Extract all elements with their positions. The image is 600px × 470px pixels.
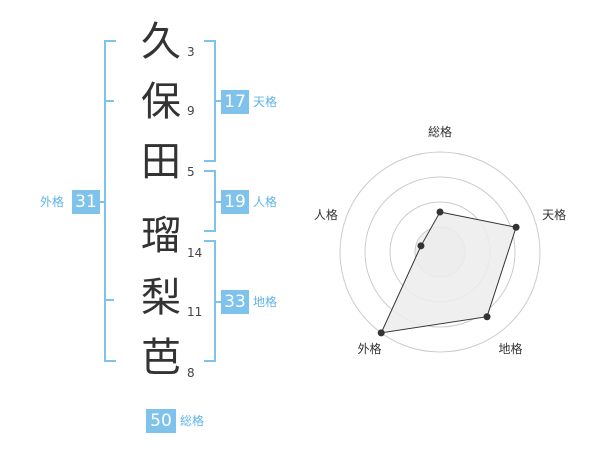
radar-ring <box>364 176 516 328</box>
chikaku-value: 33 <box>221 290 249 314</box>
soukaku-value: 50 <box>146 409 176 433</box>
bracket-tick <box>214 301 222 303</box>
radar-axis-label: 人格 <box>314 207 338 222</box>
radar-axis-label: 総格 <box>428 124 452 139</box>
bracket-tick <box>104 299 114 301</box>
stroke-count-5: 11 <box>187 305 203 319</box>
stroke-count-3: 5 <box>187 165 195 179</box>
name-char-1: 久 <box>141 19 181 65</box>
jinkaku-value: 19 <box>221 190 249 214</box>
jinkaku-label: 人格 <box>253 195 278 209</box>
tenkaku-value: 17 <box>221 90 249 114</box>
name-char-5: 梨 <box>141 275 181 321</box>
radar-point <box>377 329 385 337</box>
tenkaku-label: 天格 <box>253 95 278 109</box>
radar-point <box>417 242 425 250</box>
name-char-3: 田 <box>141 139 181 185</box>
radar-point <box>512 223 520 231</box>
name-char-4: 瑠 <box>141 213 181 259</box>
chikaku-label: 地格 <box>253 295 278 309</box>
gaikaku-bracket <box>104 40 116 362</box>
name-char-2: 保 <box>141 79 181 125</box>
bracket-tick <box>104 100 114 102</box>
bracket-tick <box>214 201 222 203</box>
radar-axis-label: 地格 <box>499 341 523 356</box>
gaikaku-value: 31 <box>72 190 100 214</box>
bracket-tick <box>214 100 222 102</box>
stroke-count-1: 3 <box>187 45 195 59</box>
radar-axis-label: 天格 <box>542 207 566 222</box>
gaikaku-label: 外格 <box>40 195 65 209</box>
radar-point <box>436 208 444 216</box>
radar-point <box>483 313 491 321</box>
radar-ring <box>339 151 541 353</box>
stroke-count-2: 9 <box>187 104 195 118</box>
radar-area <box>380 211 517 334</box>
soukaku-label: 総格 <box>180 414 205 428</box>
name-char-6: 芭 <box>141 335 181 381</box>
bracket-tick <box>96 201 104 203</box>
radar-axis-label: 外格 <box>357 341 381 356</box>
stroke-count-6: 8 <box>187 366 195 380</box>
stroke-count-4: 14 <box>187 246 203 260</box>
